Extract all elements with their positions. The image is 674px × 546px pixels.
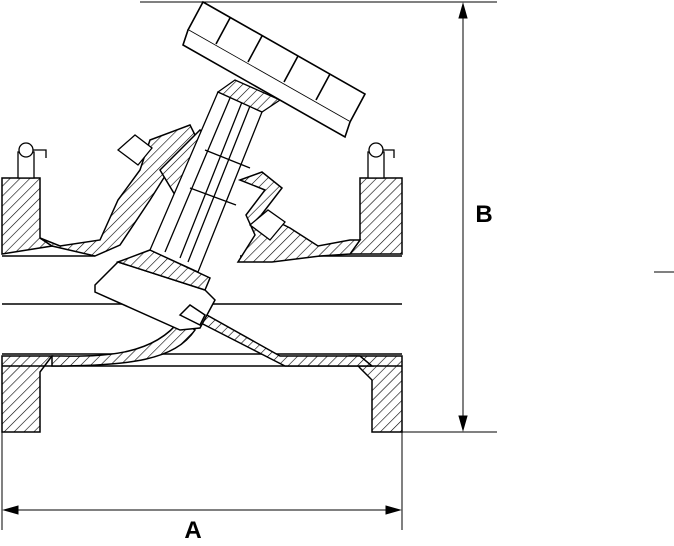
valve-stem	[149, 79, 282, 273]
dimension-lines	[1, 1, 674, 530]
side-port-upper	[116, 134, 153, 166]
dimension-label-b: B	[475, 201, 492, 228]
left-flange	[1, 177, 55, 255]
test-point-left	[17, 142, 47, 179]
test-point-right	[367, 142, 395, 179]
handwheel	[182, 0, 367, 139]
right-flange	[348, 177, 403, 255]
dimension-label-a: A	[184, 517, 201, 544]
valve-disc	[94, 249, 216, 331]
side-port-lower	[248, 209, 286, 241]
valve-body	[1, 124, 403, 433]
